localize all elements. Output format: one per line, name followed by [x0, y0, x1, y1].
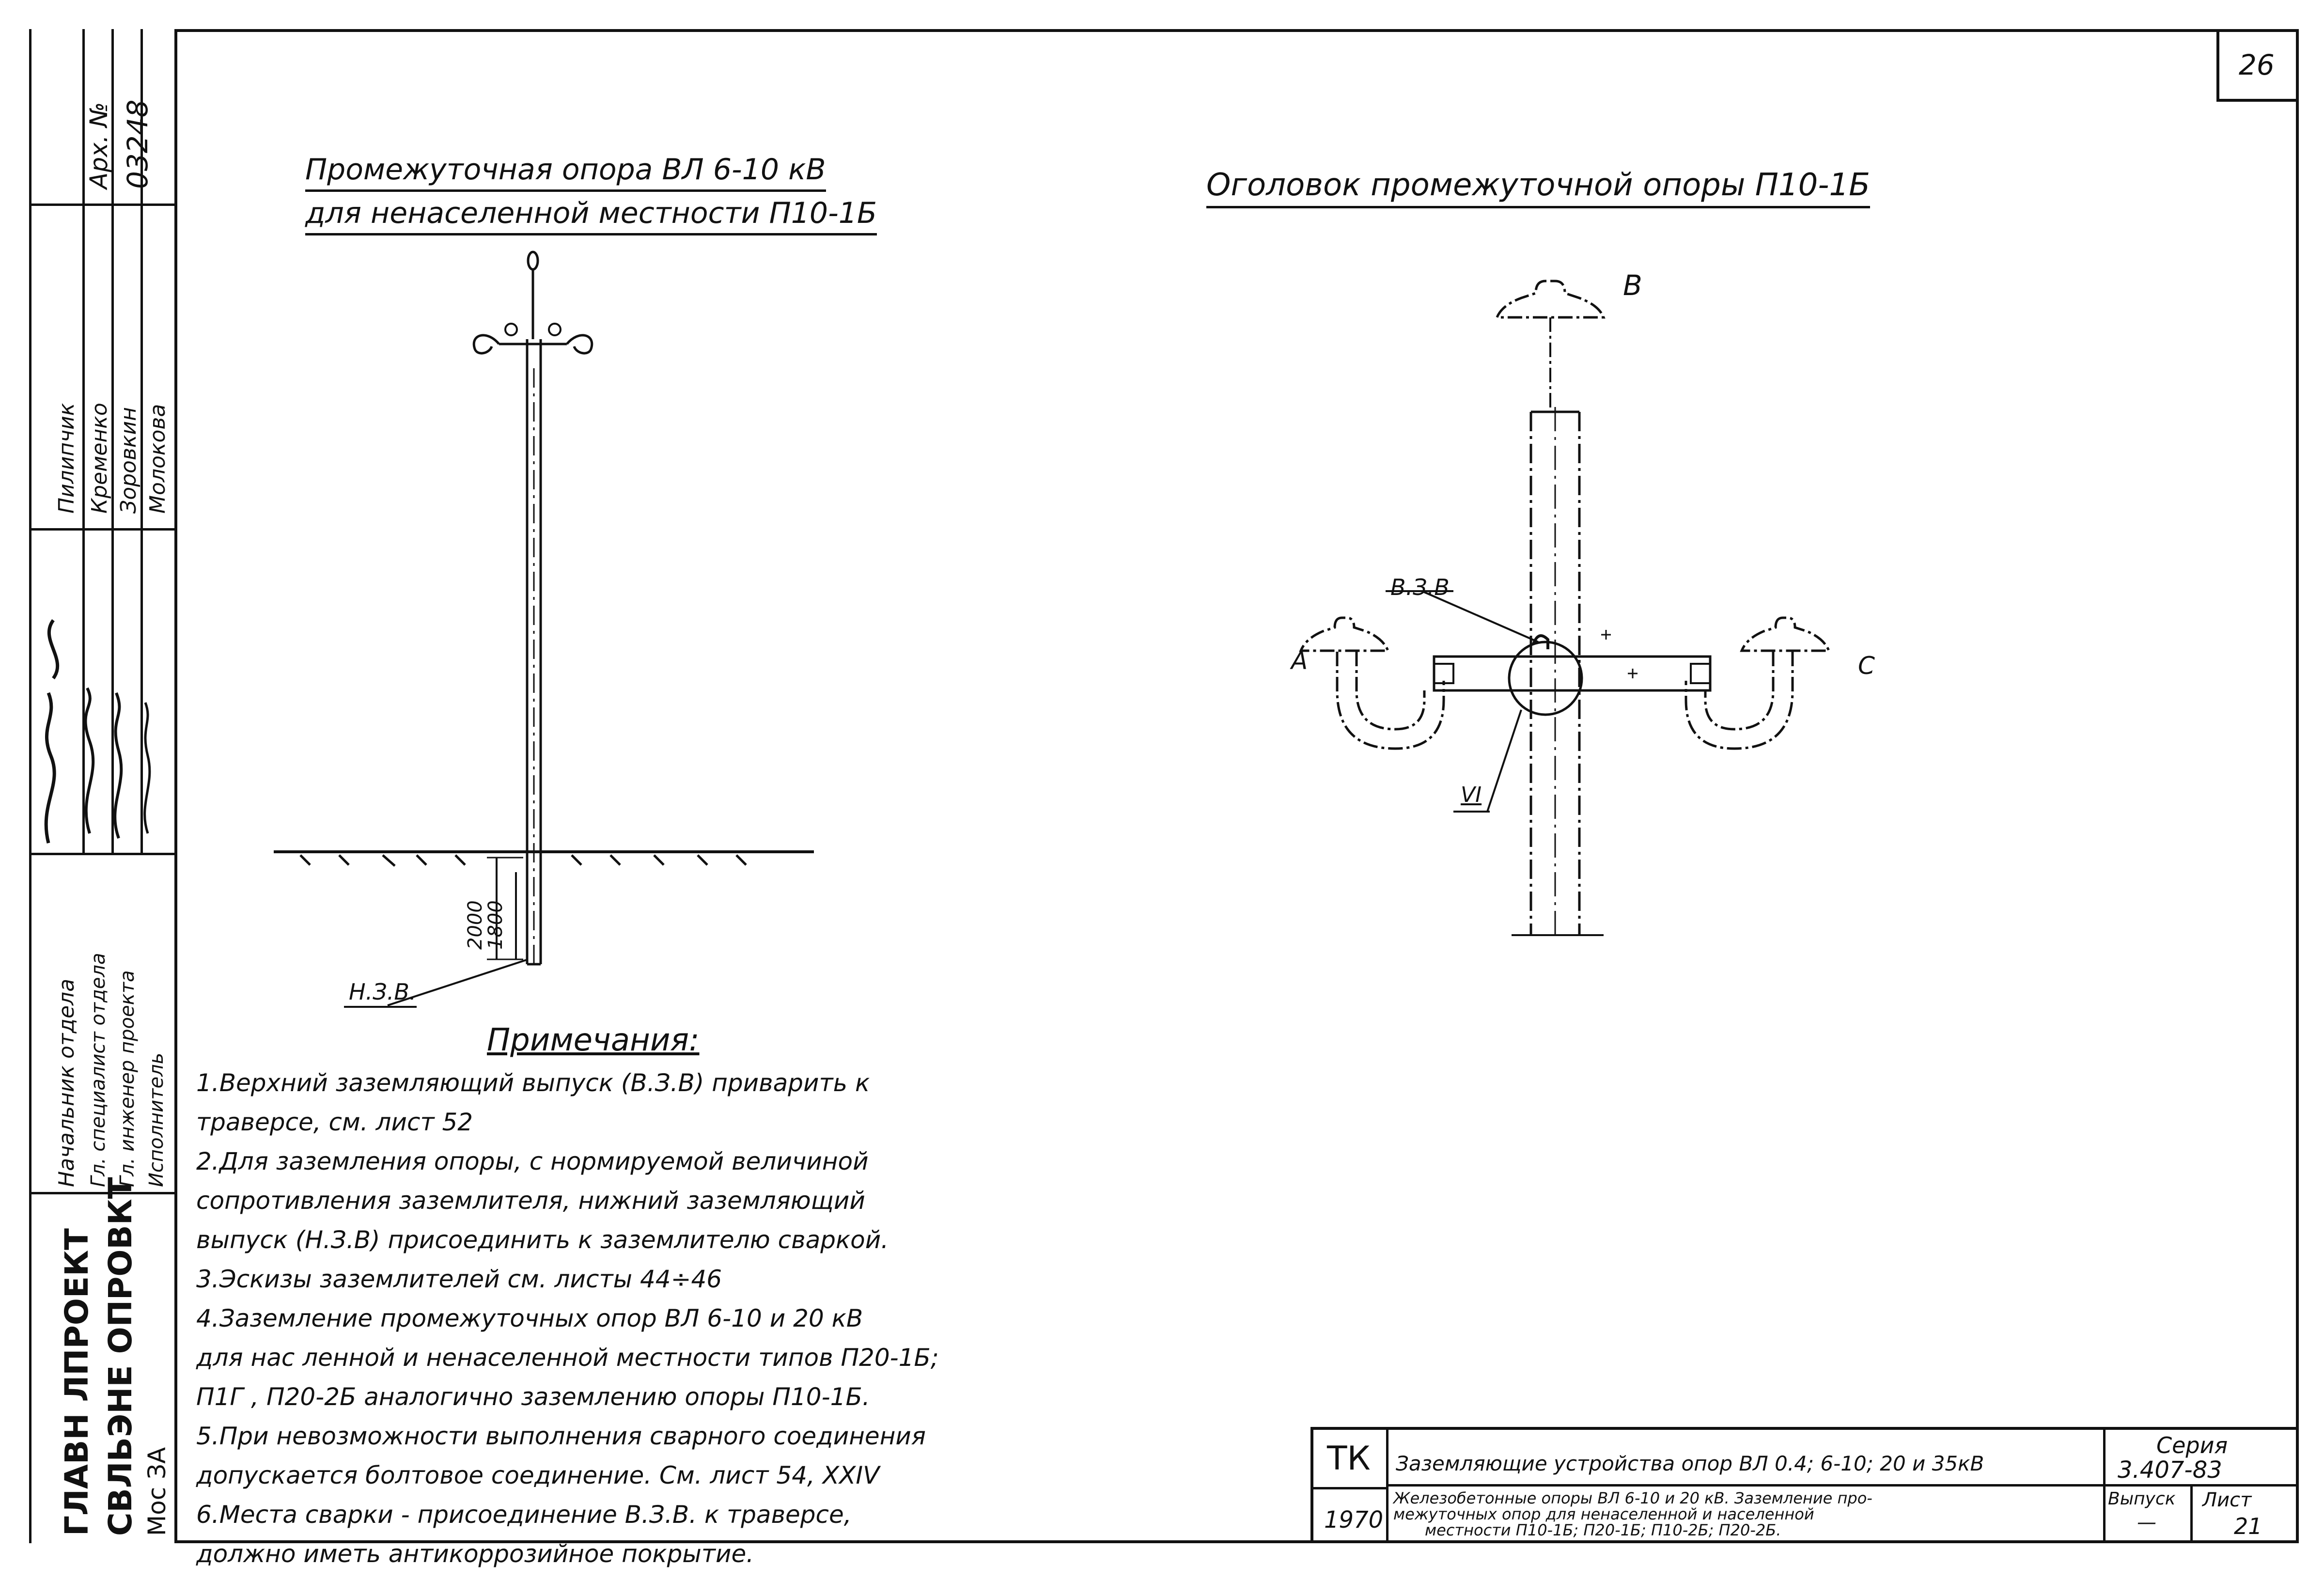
org-line-3: Мос ЗА [143, 1447, 171, 1536]
title-block-code: ТК [1327, 1440, 1371, 1478]
phase-a-label: А [1291, 647, 1308, 675]
note-line: 4.Заземление промежуточных опор ВЛ 6-10 … [196, 1304, 863, 1332]
phase-b-label: В [1623, 269, 1642, 302]
note-line: должно иметь антикоррозийное покрытие. [196, 1540, 754, 1568]
signature-4: Молокова [145, 404, 170, 514]
note-line: 3.Эскизы заземлителей см. листы 44÷46 [196, 1265, 722, 1293]
title-block-year: 1970 [1324, 1506, 1384, 1534]
role-1: Начальник отдела [54, 978, 79, 1187]
note-line: для нас ленной и ненаселенной местности … [196, 1344, 939, 1372]
title-block-desc-3: межуточных опор для ненаселенной и насел… [1393, 1505, 1814, 1523]
note-line: выпуск (Н.З.В) присоединить к заземлител… [196, 1226, 889, 1254]
pole-drawing [274, 250, 814, 1008]
issue-label: Выпуск [2108, 1489, 2176, 1509]
left-title-line-2: для ненаселенной местности П10-1Б [305, 196, 877, 235]
note-line: 5.При невозможности выполнения сварного … [196, 1422, 926, 1450]
sidebar-stamp: Арх. № 03248 Пилипчик Кременко Зоровкин … [0, 29, 174, 1543]
left-title-line-1: Промежуточная опора ВЛ 6-10 кВ [305, 153, 826, 192]
signature-2: Кременко [87, 403, 112, 514]
note-line: траверсе, см. лист 52 [196, 1108, 473, 1136]
right-title: Оголовок промежуточной опоры П10-1Б [1206, 167, 1871, 208]
note-line: 2.Для заземления опоры, с нормируемой ве… [196, 1147, 869, 1175]
issue-value: — [2137, 1511, 2156, 1534]
ground-electrode-label: Н.З.В. [349, 979, 417, 1005]
signature-3: Зоровкин [116, 407, 141, 514]
title-block: ТК 1970 Заземляющие устройства опор ВЛ 0… [1310, 1427, 2299, 1543]
note-line: П1Г , П20-2Б аналогично заземлению опоры… [196, 1383, 870, 1411]
role-3: Гл. инженер проекта [116, 970, 139, 1187]
sheet-number: 26 [2239, 48, 2275, 81]
archive-number: 03248 [121, 99, 154, 189]
note-line: 1.Верхний заземляющий выпуск (В.З.В) при… [196, 1069, 870, 1097]
title-block-desc-4: местности П10-1Б; П20-1Б; П10-2Б; П20-2Б… [1425, 1521, 1781, 1539]
note-line: 6.Места сварки - присоединение В.З.В. к … [196, 1501, 852, 1529]
title-block-desc-2: Железобетонные опоры ВЛ 6-10 и 20 кВ. За… [1393, 1489, 1872, 1507]
title-block-desc-1: Заземляющие устройства опор ВЛ 0.4; 6-10… [1396, 1452, 1984, 1475]
note-line: допускается болтовое соединение. См. лис… [196, 1461, 880, 1489]
dim-2000: 2000 [464, 900, 486, 950]
signature-scribbles [44, 619, 151, 844]
drawing-frame [174, 29, 2299, 1543]
pole-head-drawing [1299, 280, 1831, 940]
sheet-value: 21 [2234, 1513, 2262, 1539]
series-value: 3.407-83 [2118, 1456, 2222, 1484]
detail-ref-label: VI [1461, 783, 1482, 807]
org-line-1: ГЛАВН ЛПРОЕКТ [58, 1228, 95, 1536]
notes-heading: Примечания: [487, 1022, 700, 1058]
series-label: Серия [2156, 1432, 2228, 1458]
note-line: сопротивления заземлителя, нижний заземл… [196, 1187, 865, 1215]
sheet-number-box: 26 [2216, 29, 2299, 102]
role-2: Гл. специалист отдела [87, 953, 109, 1187]
upper-ground-label: В.З.В [1390, 574, 1450, 600]
org-line-2: СВЛЬЭНЕ ОПРОВКТ [102, 1177, 139, 1536]
sheet-label: Лист [2202, 1489, 2252, 1511]
role-4: Исполнитель [145, 1052, 168, 1187]
notes-block: 1.Верхний заземляющий выпуск (В.З.В) при… [196, 1064, 939, 1574]
archive-label: Арх. № [85, 102, 113, 189]
signature-1: Пилипчик [54, 403, 79, 514]
phase-c-label: С [1858, 652, 1875, 680]
dim-1800: 1800 [484, 900, 507, 950]
